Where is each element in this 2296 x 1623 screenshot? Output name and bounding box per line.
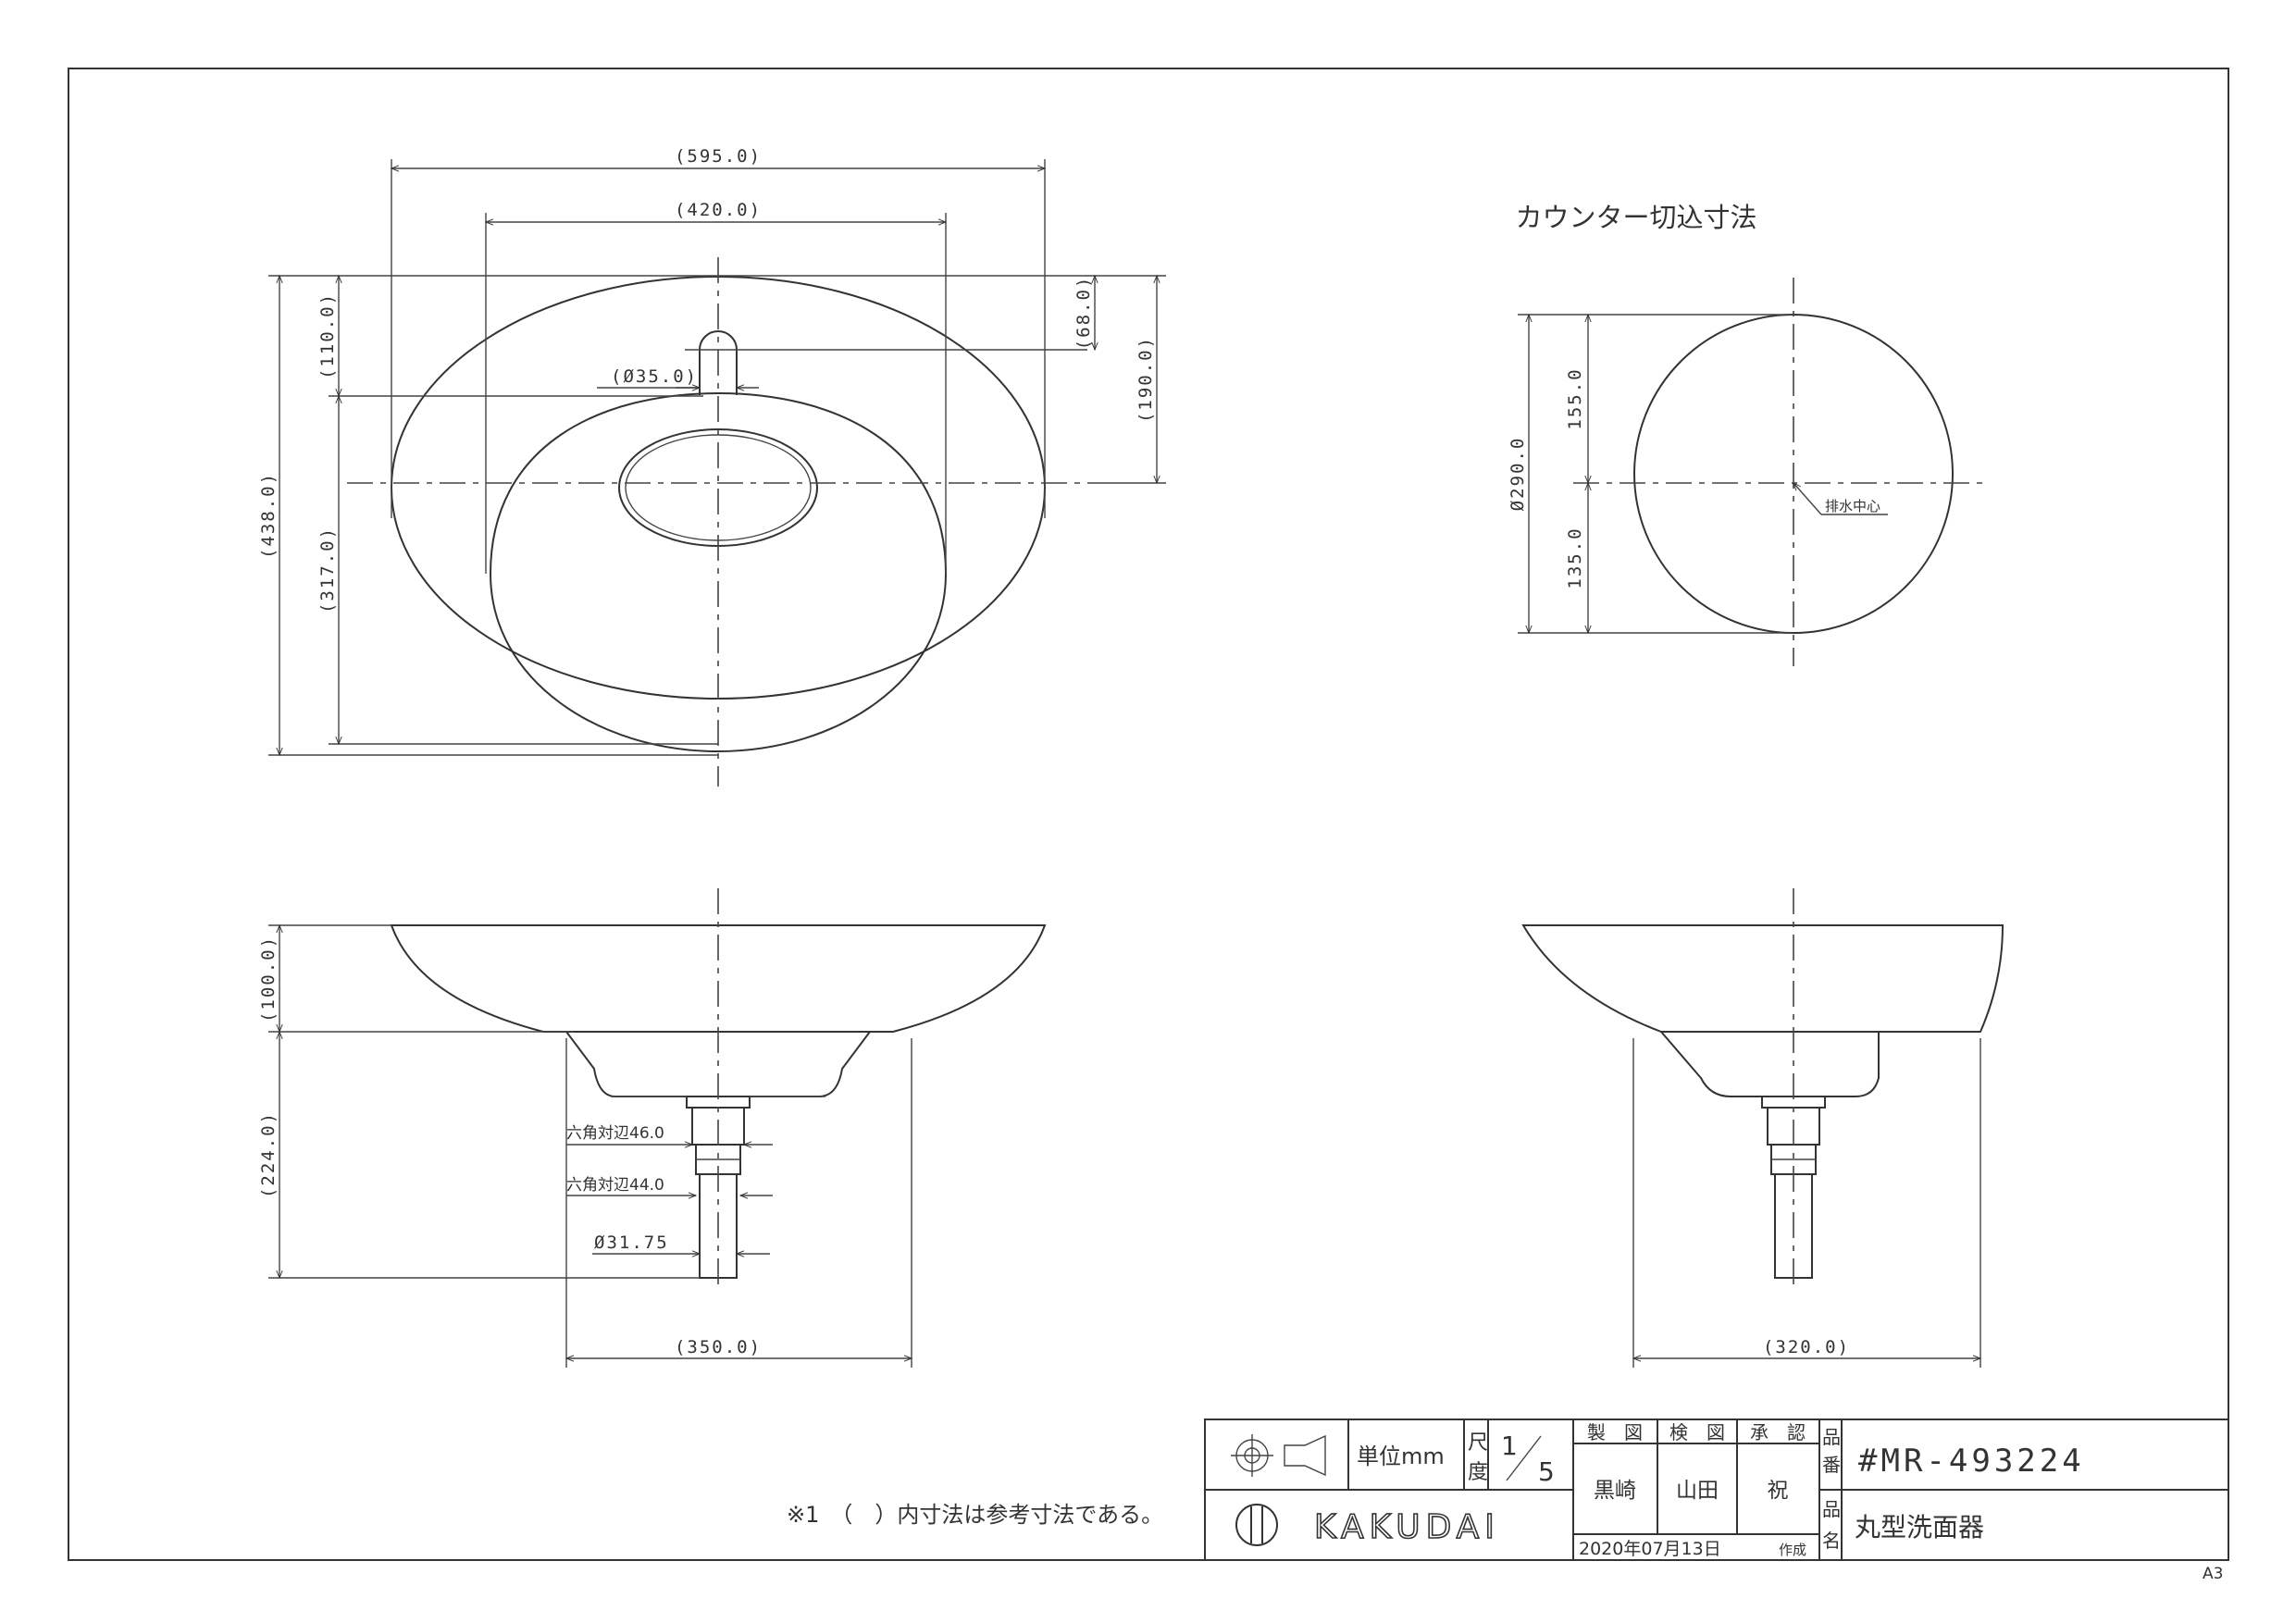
cutout-title: カウンター切込寸法	[1515, 202, 1756, 233]
dim-depth-front: (317.0)	[317, 527, 338, 613]
dim-hex44: 六角対辺44.0	[566, 1176, 664, 1195]
side-basin-base	[1658, 1031, 1880, 1097]
unit-label: 単位mm	[1357, 1443, 1445, 1469]
checked-by: 山田	[1676, 1479, 1719, 1503]
dim-faucet-hole: (Ø35.0)	[611, 366, 698, 387]
date-suffix: 作成	[1779, 1542, 1806, 1558]
title-block: 単位mm 尺 度 1 5 製 図 検 図 承 認 黒崎 山田 祝 2020年07…	[1204, 1419, 2229, 1561]
check-label: 検 図	[1669, 1421, 1725, 1443]
dim-bowl-height: (100.0)	[258, 935, 279, 1022]
dim-depth-overall: (438.0)	[258, 472, 279, 559]
reference-note: ※1 （ ）内寸法は参考寸法である。	[787, 1502, 1163, 1528]
dim-center-offset: (190.0)	[1136, 336, 1156, 423]
dim-cutout-lower: 135.0	[1565, 527, 1585, 588]
made-label: 製 図	[1587, 1421, 1643, 1443]
cutout-view: カウンター切込寸法 Ø290.0 155.0 135.0 排水中心	[1508, 202, 1990, 666]
drawing-frame	[68, 68, 2229, 1561]
side-basin-profile	[1521, 924, 2004, 1033]
dim-hex46: 六角対辺46.0	[566, 1124, 664, 1143]
drain-center-label: 排水中心	[1825, 498, 1880, 514]
part-no-label-2: 番	[1822, 1454, 1841, 1476]
dim-lower-height: (224.0)	[258, 1111, 279, 1198]
made-by: 黒崎	[1594, 1479, 1636, 1503]
dim-depth-back: (110.0)	[317, 292, 338, 379]
brand-text: KAKUDAI	[1314, 1508, 1500, 1546]
third-angle-projection-icon	[1231, 1434, 1326, 1477]
dim-width-inner: (420.0)	[675, 200, 762, 220]
date: 2020年07月13日	[1579, 1539, 1721, 1559]
part-number: #MR-493224	[1858, 1443, 2085, 1480]
dim-width-overall: (595.0)	[675, 146, 762, 167]
part-name: 丸型洗面器	[1855, 1512, 1984, 1542]
scale-label-2: 度	[1468, 1461, 1488, 1484]
kakudai-logo: KAKUDAI	[1235, 1504, 1500, 1547]
scale-label-1: 尺	[1468, 1431, 1488, 1455]
side-view: (320.0)	[1521, 888, 2004, 1368]
paper-size: A3	[2203, 1565, 2223, 1583]
approved-by: 祝	[1768, 1479, 1789, 1503]
top-view: (595.0) (420.0) (Ø35.0) (438.0) (110.0) …	[258, 146, 1166, 787]
scale-denominator: 5	[1538, 1456, 1555, 1487]
dim-hole-offset: (68.0)	[1074, 276, 1094, 351]
dim-cutout-diameter: Ø290.0	[1508, 437, 1528, 512]
dim-pipe: Ø31.75	[594, 1233, 669, 1253]
scale-numerator: 1	[1501, 1431, 1518, 1461]
approve-label: 承 認	[1750, 1421, 1806, 1443]
part-no-label-1: 品	[1822, 1426, 1841, 1448]
faucet-boss	[699, 330, 738, 395]
basin-profile	[390, 924, 1047, 1033]
part-name-label-1: 品	[1822, 1498, 1841, 1520]
dim-base-width: (350.0)	[675, 1337, 762, 1357]
dim-cutout-upper: 155.0	[1565, 367, 1585, 429]
dim-side-base-width: (320.0)	[1763, 1337, 1850, 1357]
front-view: (100.0) (224.0) (350.0) 六角対辺46.0 六角対辺44.…	[258, 888, 1047, 1368]
part-name-label-2: 名	[1822, 1530, 1841, 1552]
